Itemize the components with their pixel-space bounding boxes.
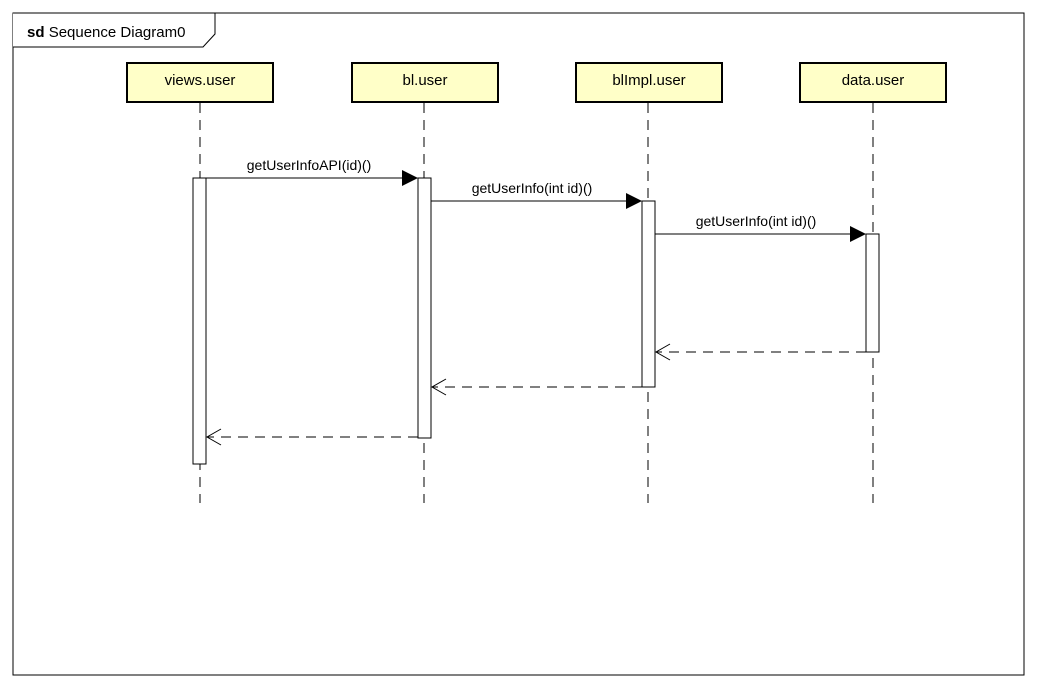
message-call-1 (206, 170, 418, 186)
lifeline-blimpl-user: blImpl.user (575, 62, 723, 103)
message-label: getUserInfo(int id)() (471, 180, 593, 196)
message-return-1 (654, 343, 866, 361)
frame-title: sd Sequence Diagram0 (27, 24, 185, 41)
lifeline-views-user: views.user (126, 62, 274, 103)
activation-data-user (865, 233, 880, 353)
message-return-2 (430, 378, 642, 396)
frame-tag (13, 12, 216, 48)
lifeline-label: bl.user (402, 72, 448, 89)
frame-keyword: sd (27, 24, 45, 41)
lifeline-data-user: data.user (799, 62, 947, 103)
activation-bl-user (417, 177, 432, 439)
message-return-3 (205, 428, 418, 446)
activation-views-user (192, 177, 207, 465)
message-label: getUserInfo(int id)() (695, 213, 817, 229)
diagram-frame (12, 12, 1025, 676)
lifeline-bl-user: bl.user (351, 62, 499, 103)
activation-blimpl-user (641, 200, 656, 388)
message-call-2 (431, 193, 642, 209)
message-label: getUserInfoAPI(id)() (246, 157, 372, 173)
message-call-3 (655, 226, 866, 242)
lifeline-label: views.user (164, 72, 236, 89)
lifeline-label: blImpl.user (612, 72, 686, 89)
frame-name: Sequence Diagram0 (48, 24, 186, 41)
lifeline-label: data.user (841, 72, 905, 89)
